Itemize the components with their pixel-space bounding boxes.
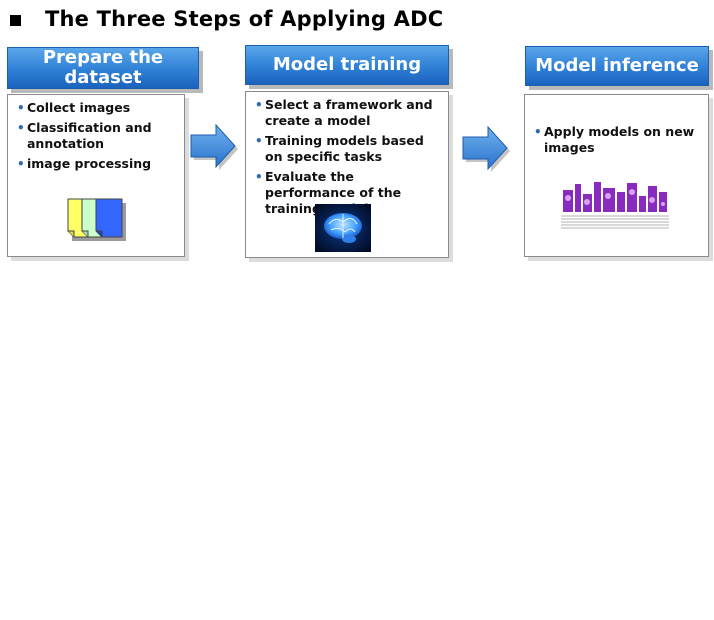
- step-2-item: Select a framework and create a model: [255, 97, 443, 129]
- step-1-item: Collect images: [17, 100, 177, 116]
- brain-icon: [315, 204, 371, 252]
- step-3-list: Apply models on new images: [534, 124, 702, 160]
- step-2-item: Training models based on specific tasks: [255, 133, 443, 165]
- step-3-header: Model inference: [525, 46, 709, 86]
- page-title: The Three Steps of Applying ADC: [45, 7, 444, 31]
- step-1-item: image processing: [17, 156, 177, 172]
- step-1-header: Prepare the dataset: [7, 47, 199, 89]
- step-2-header-label: Model training: [272, 54, 422, 75]
- step-1-box: Collect images Classification and annota…: [7, 94, 185, 257]
- step-3-header-label: Model inference: [535, 55, 699, 76]
- inference-result-icon: [559, 180, 671, 230]
- arrow-right-icon: [462, 126, 510, 172]
- step-3-item: Apply models on new images: [534, 124, 702, 156]
- step-2-list: Select a framework and create a model Tr…: [255, 97, 443, 221]
- step-1-header-label: Prepare the dataset: [42, 47, 164, 88]
- documents-icon: [67, 198, 126, 241]
- step-1-list: Collect images Classification and annota…: [17, 100, 177, 176]
- title-row: The Three Steps of Applying ADC: [10, 4, 443, 34]
- step-2-box: Select a framework and create a model Tr…: [245, 91, 449, 258]
- title-bullet-icon: [10, 14, 21, 26]
- step-2-header: Model training: [245, 45, 449, 85]
- step-1-item: Classification and annotation: [17, 120, 177, 152]
- arrow-right-icon: [190, 124, 238, 170]
- step-3-box: Apply models on new images: [524, 94, 709, 257]
